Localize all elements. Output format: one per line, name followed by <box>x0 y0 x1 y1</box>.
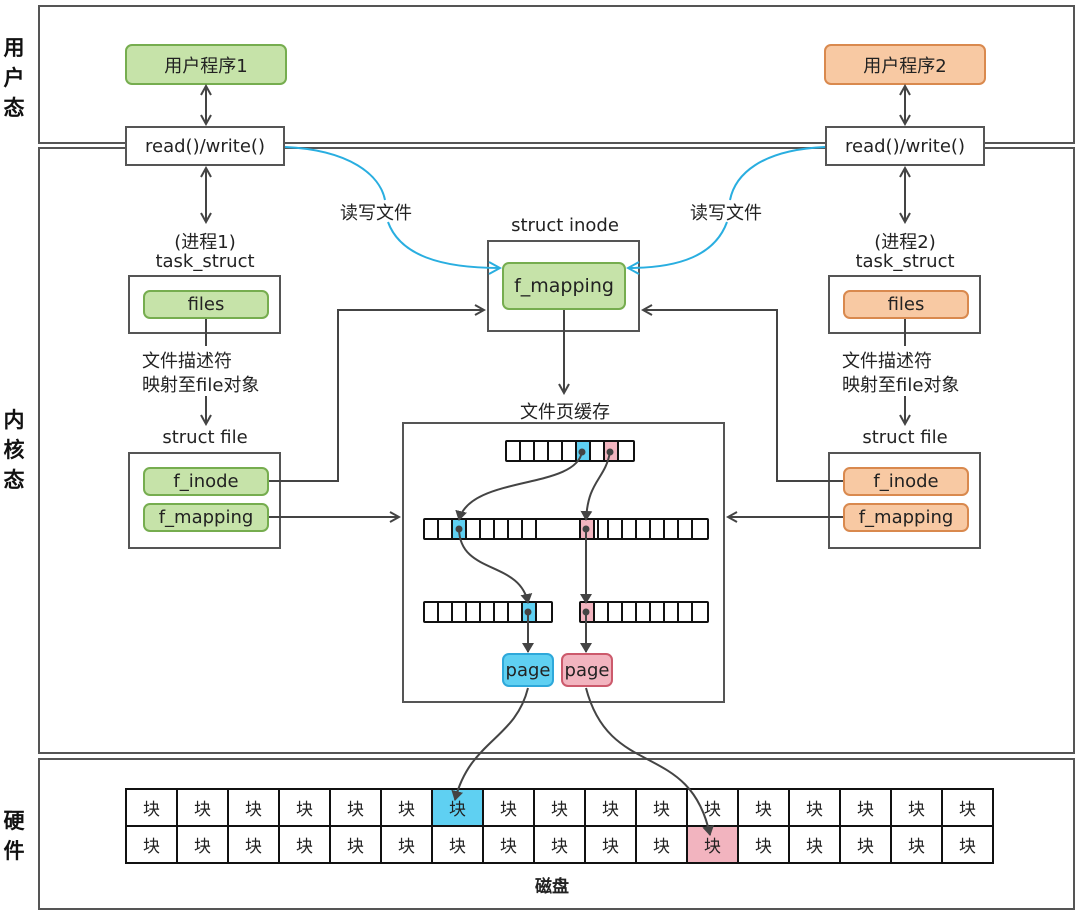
kernel-space-label: 内核态 <box>3 408 25 492</box>
files-1: files <box>143 290 269 319</box>
page-blue: page <box>502 653 554 687</box>
disk-block: 块 <box>176 788 229 827</box>
disk-block: 块 <box>941 825 994 864</box>
disk-block: 块 <box>533 825 586 864</box>
disk-block: 块 <box>482 788 535 827</box>
f-mapping-2: f_mapping <box>843 503 969 532</box>
fd-note-1-line1: 文件描述符 <box>142 351 232 372</box>
page-cache-label: 文件页缓存 <box>520 402 610 423</box>
disk-row: 块块块块块块块块块块块块块块块块块 <box>125 788 994 827</box>
disk-block: 块 <box>686 788 739 827</box>
disk-block: 块 <box>788 788 841 827</box>
disk-block: 块 <box>635 825 688 864</box>
disk-block: 块 <box>125 788 178 827</box>
disk-block: 块 <box>482 825 535 864</box>
disk-block: 块 <box>431 825 484 864</box>
disk-row: 块块块块块块块块块块块块块块块块块 <box>125 825 994 864</box>
syscall-box-2: read()/write() <box>825 126 985 166</box>
fd-note-2-line2: 映射至file对象 <box>842 375 960 396</box>
disk-block: 块 <box>737 788 790 827</box>
disk-block: 块 <box>431 788 484 827</box>
hardware-label: 硬件 <box>3 809 25 863</box>
disk-block: 块 <box>890 825 943 864</box>
radix-root-node <box>505 440 635 462</box>
fd-note-1-line2: 映射至file对象 <box>142 375 260 396</box>
disk-block: 块 <box>635 788 688 827</box>
f-inode-1: f_inode <box>143 467 269 496</box>
disk-block: 块 <box>533 788 586 827</box>
disk-block: 块 <box>839 825 892 864</box>
disk-block: 块 <box>839 788 892 827</box>
disk-block: 块 <box>788 825 841 864</box>
process-2-label: (进程2) <box>874 232 936 253</box>
disk-block: 块 <box>380 825 433 864</box>
radix-node-right-l3 <box>579 601 709 623</box>
inode-f-mapping: f_mapping <box>502 262 626 310</box>
user-program-1: 用户程序1 <box>125 44 287 85</box>
disk-block: 块 <box>125 825 178 864</box>
task-struct-2-label: task_struct <box>855 251 955 272</box>
f-mapping-1: f_mapping <box>143 503 269 532</box>
disk-block: 块 <box>890 788 943 827</box>
disk-block: 块 <box>278 788 331 827</box>
disk-label: 磁盘 <box>535 877 569 897</box>
disk-block: 块 <box>584 788 637 827</box>
disk-block: 块 <box>941 788 994 827</box>
radix-node-left-l2 <box>423 518 599 540</box>
disk-blocks: 块块块块块块块块块块块块块块块块块块块块块块块块块块块块块块块块块块 <box>125 788 994 864</box>
files-2: files <box>843 290 969 319</box>
task-struct-1-label: task_struct <box>155 251 255 272</box>
struct-file-1-label: struct file <box>162 427 248 448</box>
disk-block: 块 <box>278 825 331 864</box>
radix-node-right-l2 <box>579 518 709 540</box>
disk-block: 块 <box>176 825 229 864</box>
rw-file-label-1: 读写文件 <box>340 199 412 225</box>
disk-block: 块 <box>737 825 790 864</box>
process-1-label: (进程1) <box>174 232 236 253</box>
disk-block: 块 <box>584 825 637 864</box>
disk-block: 块 <box>329 788 382 827</box>
user-space-label: 用户态 <box>3 36 25 120</box>
disk-block: 块 <box>329 825 382 864</box>
struct-file-2-label: struct file <box>862 427 948 448</box>
struct-inode-label: struct inode <box>511 215 619 236</box>
disk-block: 块 <box>227 788 280 827</box>
page-pink: page <box>561 653 613 687</box>
f-inode-2: f_inode <box>843 467 969 496</box>
disk-block: 块 <box>380 788 433 827</box>
disk-block: 块 <box>227 825 280 864</box>
rw-file-label-2: 读写文件 <box>690 199 762 225</box>
disk-block: 块 <box>686 825 739 864</box>
syscall-box-1: read()/write() <box>125 126 285 166</box>
radix-node-left-l3 <box>423 601 553 623</box>
fd-note-2-line1: 文件描述符 <box>842 351 932 372</box>
user-program-2: 用户程序2 <box>824 44 986 85</box>
